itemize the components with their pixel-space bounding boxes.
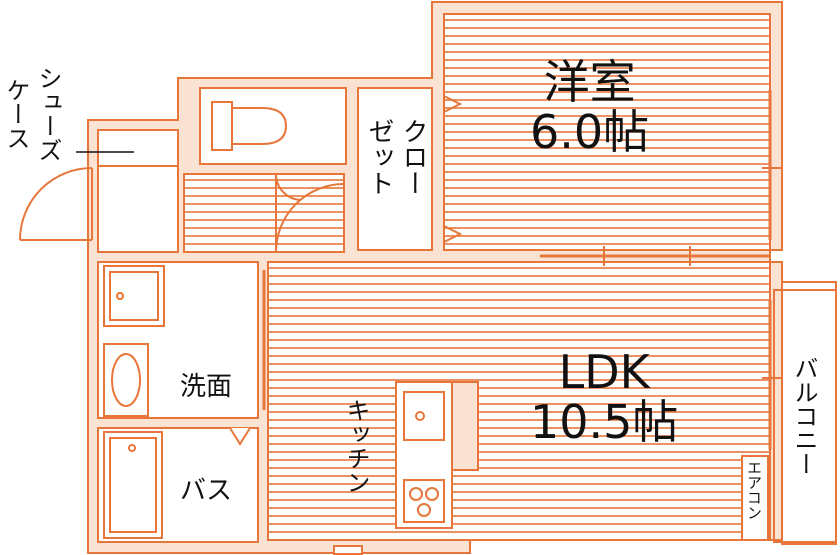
kitchen-counter (395, 381, 479, 529)
western-room-size: 6.0帖 (530, 104, 650, 159)
kitchen-label: キッチン (342, 398, 370, 494)
western-room-name: 洋室 (543, 55, 636, 109)
aircon-label: エアコン (745, 460, 763, 520)
bath-label: バス (180, 476, 233, 506)
ldk-floor (267, 261, 771, 541)
washroom-label: 洗面 (180, 372, 233, 402)
doors (19, 90, 782, 450)
ldk-size: 10.5帖 (530, 394, 679, 449)
bathtub-fixture (103, 431, 163, 539)
ldk-name: LDK (558, 345, 650, 399)
balcony-area (781, 281, 837, 545)
balcony-label: バルコニー (790, 356, 818, 476)
aircon-unit (741, 455, 769, 541)
closet-label-1: クロー (398, 118, 428, 196)
shoe-case-label-2: ケース (2, 78, 30, 150)
western-room-floor (443, 13, 771, 251)
washbasin-fixture (103, 265, 165, 417)
ldk-label: LDK 10.5帖 (530, 345, 679, 449)
hallway-floor (183, 173, 345, 253)
entrance-floor (97, 129, 179, 253)
western-room-label: 洋室 6.0帖 (530, 55, 650, 159)
closet-label-2: ゼット (364, 118, 394, 196)
shoe-case-label-1: シューズ (34, 66, 62, 162)
toilet-fixture (211, 101, 288, 151)
closet-floor (357, 87, 433, 251)
